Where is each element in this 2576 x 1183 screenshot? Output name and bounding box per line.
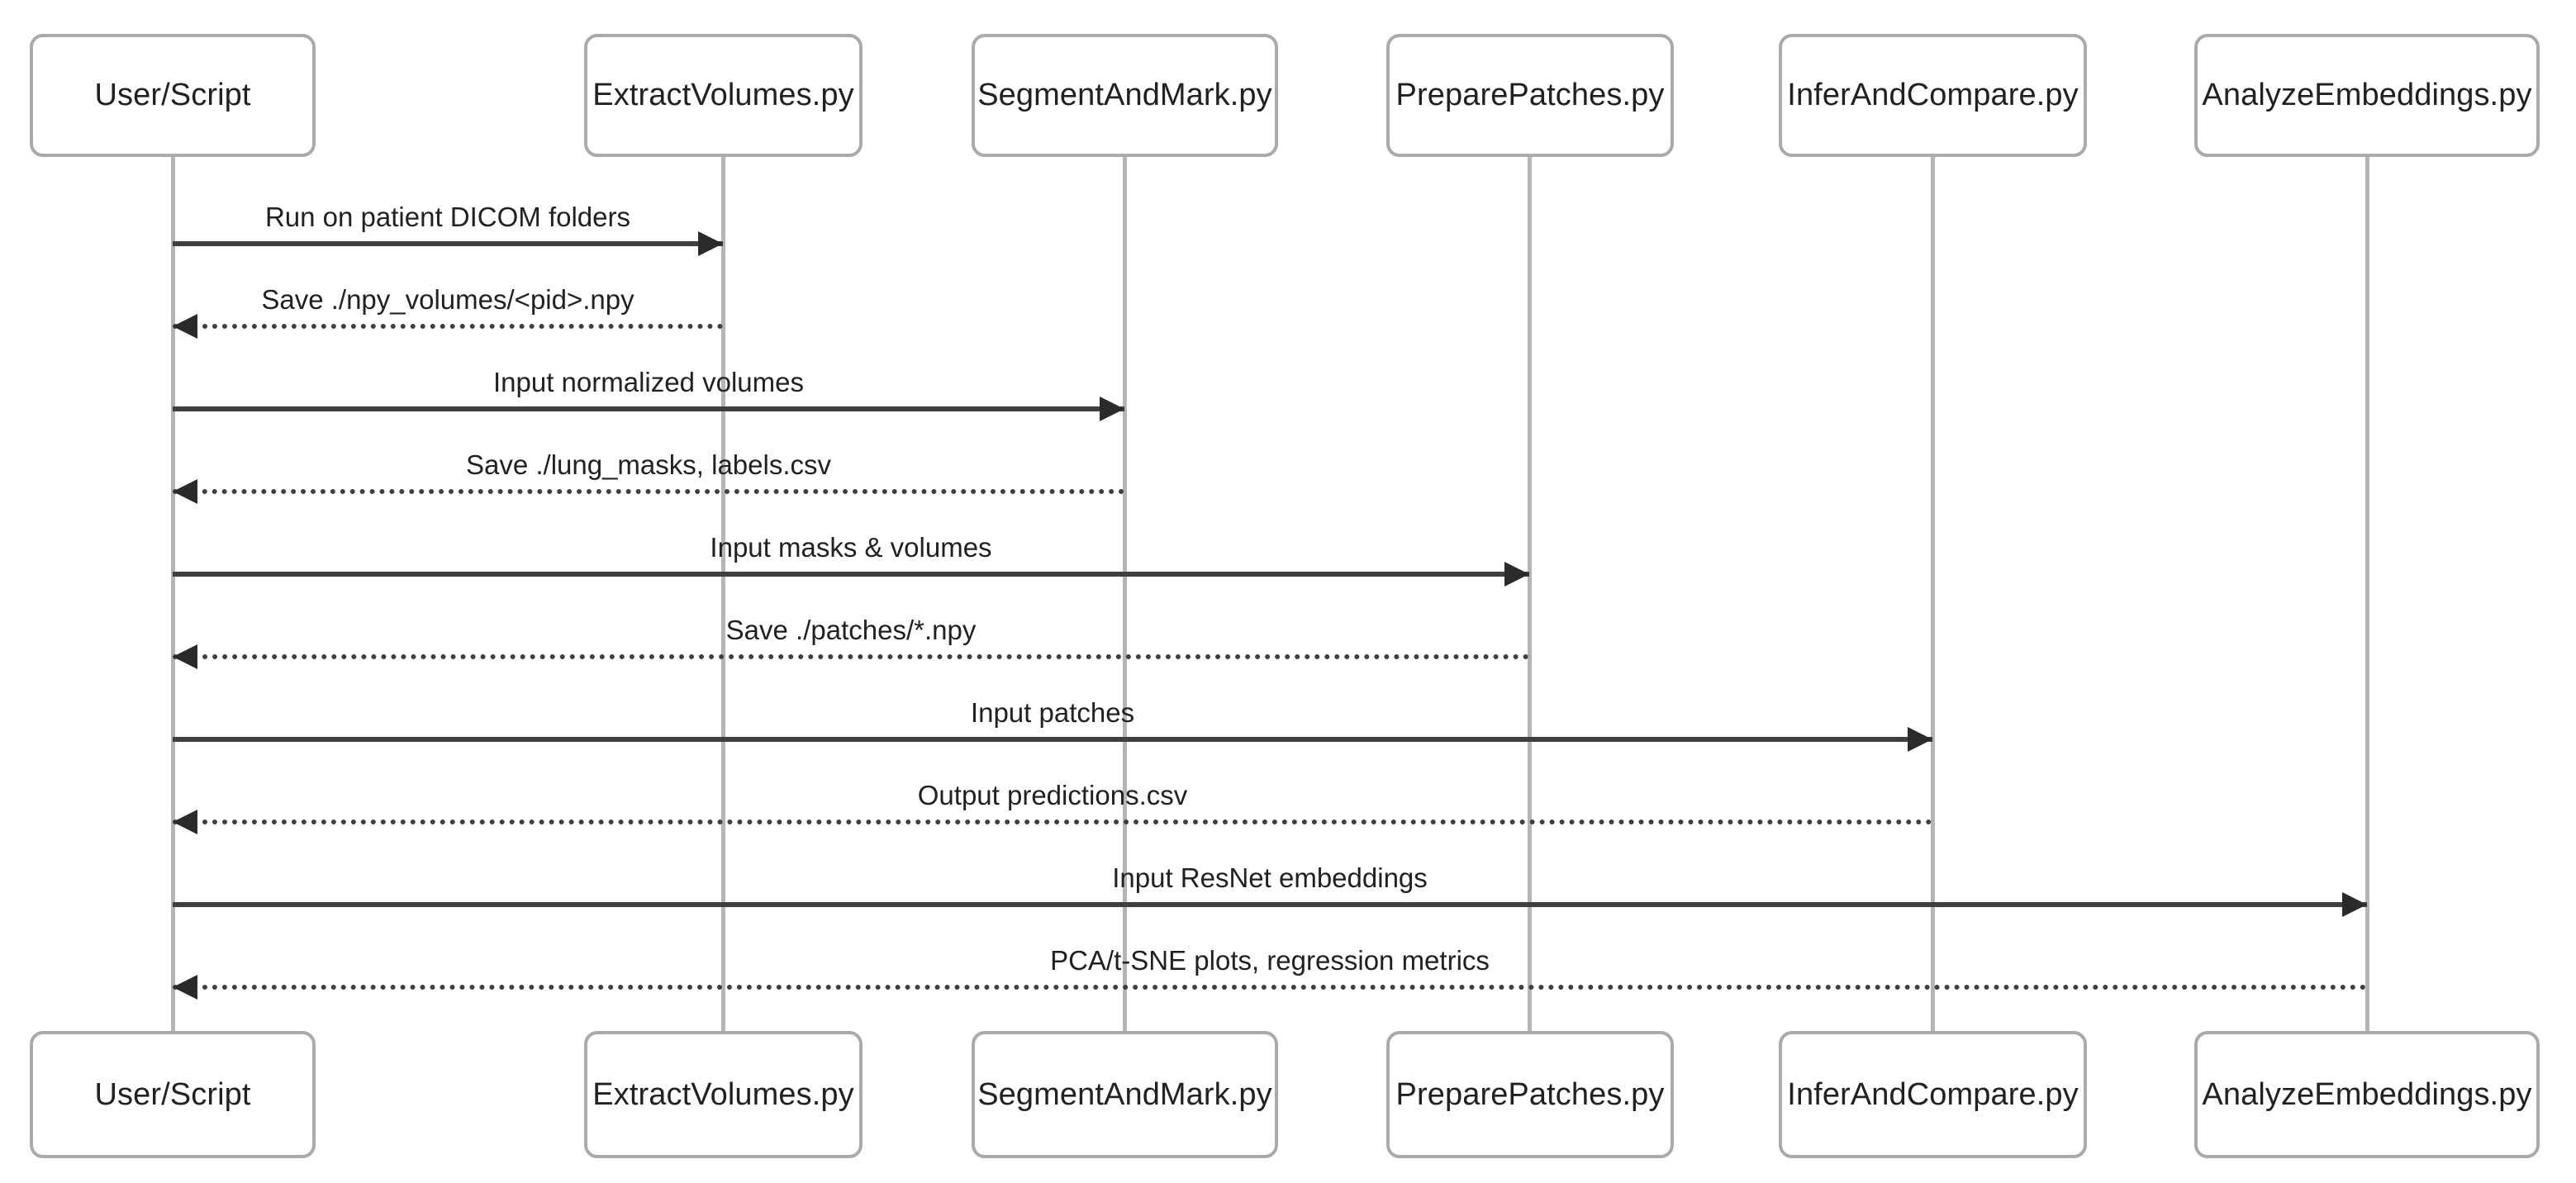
participant-label: ExtractVolumes.py xyxy=(592,78,854,112)
participant-label: PreparePatches.py xyxy=(1395,1076,1665,1112)
participant-top-extract[interactable]: ExtractVolumes.py xyxy=(584,34,863,157)
participant-bottom-segment[interactable]: SegmentAndMark.py xyxy=(972,1031,1278,1158)
message-line-2 xyxy=(173,324,723,329)
lifeline-segment xyxy=(1123,157,1127,1031)
message-line-1 xyxy=(173,241,723,246)
participant-top-infer[interactable]: InferAndCompare.py xyxy=(1779,34,2087,157)
arrow-head-left-10 xyxy=(173,975,197,1000)
arrow-head-left-4 xyxy=(173,479,197,504)
message-label-3: Input normalized volumes xyxy=(492,367,805,397)
message-label-7: Input patches xyxy=(970,697,1135,728)
participant-bottom-infer[interactable]: InferAndCompare.py xyxy=(1779,1031,2087,1158)
participant-label: User/Script xyxy=(94,1076,251,1112)
lifeline-extract xyxy=(721,157,725,1031)
participant-bottom-patches[interactable]: PreparePatches.py xyxy=(1386,1031,1674,1158)
participant-label: PreparePatches.py xyxy=(1395,78,1665,112)
message-line-7 xyxy=(173,737,1932,742)
arrow-head-right-9 xyxy=(2342,892,2367,917)
participant-top-segment[interactable]: SegmentAndMark.py xyxy=(972,34,1278,157)
lifeline-infer xyxy=(1931,157,1935,1031)
message-line-4 xyxy=(173,489,1124,494)
participant-label: InferAndCompare.py xyxy=(1787,78,2079,112)
message-label-6: Save ./patches/*.npy xyxy=(725,615,977,645)
arrow-head-left-2 xyxy=(173,314,197,339)
arrow-head-right-7 xyxy=(1908,727,1932,752)
participant-label: User/Script xyxy=(94,78,251,112)
participant-label: ExtractVolumes.py xyxy=(592,1076,854,1112)
message-line-8 xyxy=(173,820,1932,824)
lifeline-patches xyxy=(1528,157,1532,1031)
message-label-4: Save ./lung_masks, labels.csv xyxy=(465,449,832,480)
participant-label: SegmentAndMark.py xyxy=(977,78,1272,112)
participant-bottom-extract[interactable]: ExtractVolumes.py xyxy=(584,1031,863,1158)
message-label-8: Output predictions.csv xyxy=(917,780,1188,810)
participant-label: InferAndCompare.py xyxy=(1787,1076,2079,1112)
lifeline-analyze xyxy=(2365,157,2369,1031)
message-line-6 xyxy=(173,654,1529,659)
lifeline-user xyxy=(171,157,175,1031)
participant-label: SegmentAndMark.py xyxy=(977,1076,1272,1112)
participant-bottom-analyze[interactable]: AnalyzeEmbeddings.py xyxy=(2194,1031,2540,1158)
message-label-10: PCA/t-SNE plots, regression metrics xyxy=(1050,945,1490,976)
participant-bottom-user[interactable]: User/Script xyxy=(30,1031,316,1158)
arrow-head-right-3 xyxy=(1100,397,1124,421)
arrow-head-right-5 xyxy=(1504,562,1529,587)
message-label-2: Save ./npy_volumes/<pid>.npy xyxy=(261,284,634,315)
arrow-head-left-6 xyxy=(173,644,197,669)
participant-label: AnalyzeEmbeddings.py xyxy=(2202,78,2532,112)
message-label-5: Input masks & volumes xyxy=(710,532,992,563)
message-line-10 xyxy=(173,985,2367,990)
message-line-9 xyxy=(173,902,2367,907)
participant-top-patches[interactable]: PreparePatches.py xyxy=(1386,34,1674,157)
arrow-head-right-1 xyxy=(698,231,723,256)
message-line-5 xyxy=(173,572,1529,577)
participant-label: AnalyzeEmbeddings.py xyxy=(2202,1076,2532,1112)
arrow-head-left-8 xyxy=(173,810,197,834)
message-label-9: Input ResNet embeddings xyxy=(1112,862,1428,893)
participant-top-analyze[interactable]: AnalyzeEmbeddings.py xyxy=(2194,34,2540,157)
message-label-1: Run on patient DICOM folders xyxy=(264,202,631,232)
message-line-3 xyxy=(173,406,1124,411)
participant-top-user[interactable]: User/Script xyxy=(30,34,316,157)
